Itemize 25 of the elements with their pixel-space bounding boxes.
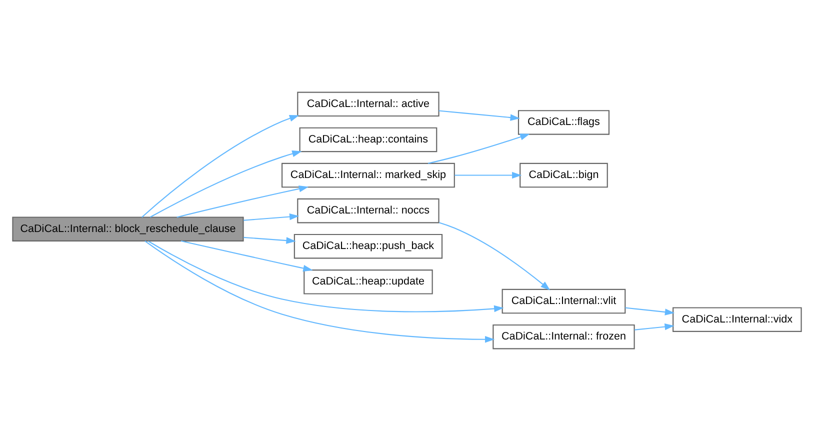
arrow — [244, 212, 300, 220]
node-box: CaDiCaL::bign — [520, 162, 608, 188]
node-box: CaDiCaL::flags — [518, 110, 610, 134]
arrow — [439, 222, 550, 290]
node-box: CaDiCaL::Internal::vidx — [672, 306, 802, 332]
node-box: CaDiCaL::heap::update — [304, 269, 433, 294]
arrow — [150, 150, 302, 218]
arrow — [144, 240, 495, 342]
arrow — [244, 236, 296, 244]
arrow — [148, 240, 504, 312]
node-box: CaDiCaL::heap::contains — [299, 126, 438, 152]
node-box: CaDiCaL::Internal:: active — [297, 91, 440, 116]
node-box: CaDiCaL::Internal:: marked_skip — [282, 162, 455, 188]
arrow — [634, 322, 674, 330]
node-box: CaDiCaL::Internal:: frozen — [492, 324, 635, 349]
node-box: CaDiCaL::heap::push_back — [294, 233, 443, 258]
arrow — [454, 171, 522, 178]
node-box: CaDiCaL::Internal::vlit — [502, 288, 626, 314]
arrow — [438, 110, 520, 120]
arrow — [180, 240, 313, 272]
arrow — [625, 306, 675, 315]
arrow — [142, 114, 300, 218]
node-box: CaDiCaL::Internal:: block_reschedule_clause — [12, 216, 244, 241]
node-box: CaDiCaL::Internal:: noccs — [297, 198, 440, 223]
arrow — [176, 184, 309, 218]
